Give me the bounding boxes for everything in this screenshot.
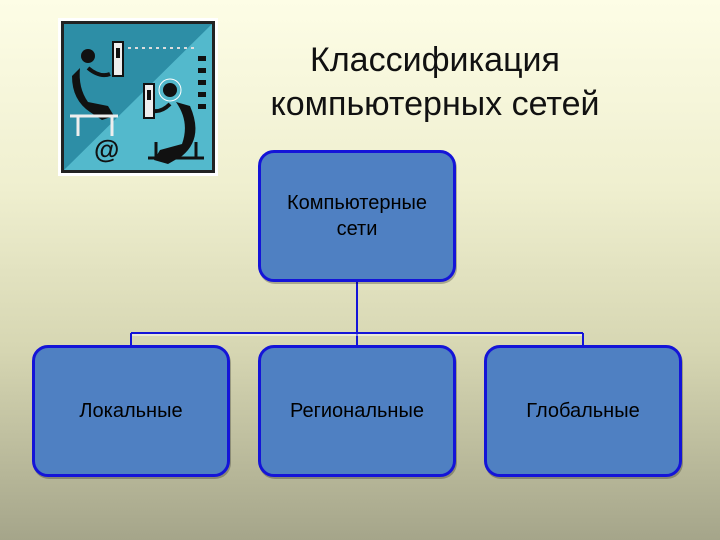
node-global: Глобальные (484, 345, 682, 477)
node-local-label: Локальные (79, 400, 183, 422)
network-users-icon: @ (58, 18, 218, 176)
at-symbol: @ (94, 134, 119, 164)
page-title: Классификация компьютерных сетей (235, 38, 635, 126)
node-regional: Региональные (258, 345, 456, 477)
node-local: Локальные (32, 345, 230, 477)
node-computer-networks: Компьютерные сети (258, 150, 456, 282)
root-label-line-2: сети (336, 218, 378, 240)
node-global-label: Глобальные (526, 400, 640, 422)
title-line-1: Классификация (310, 41, 560, 79)
root-label-line-1: Компьютерные (286, 192, 428, 214)
title-line-2: компьютерных сетей (270, 85, 600, 123)
node-regional-label: Региональные (290, 400, 424, 422)
